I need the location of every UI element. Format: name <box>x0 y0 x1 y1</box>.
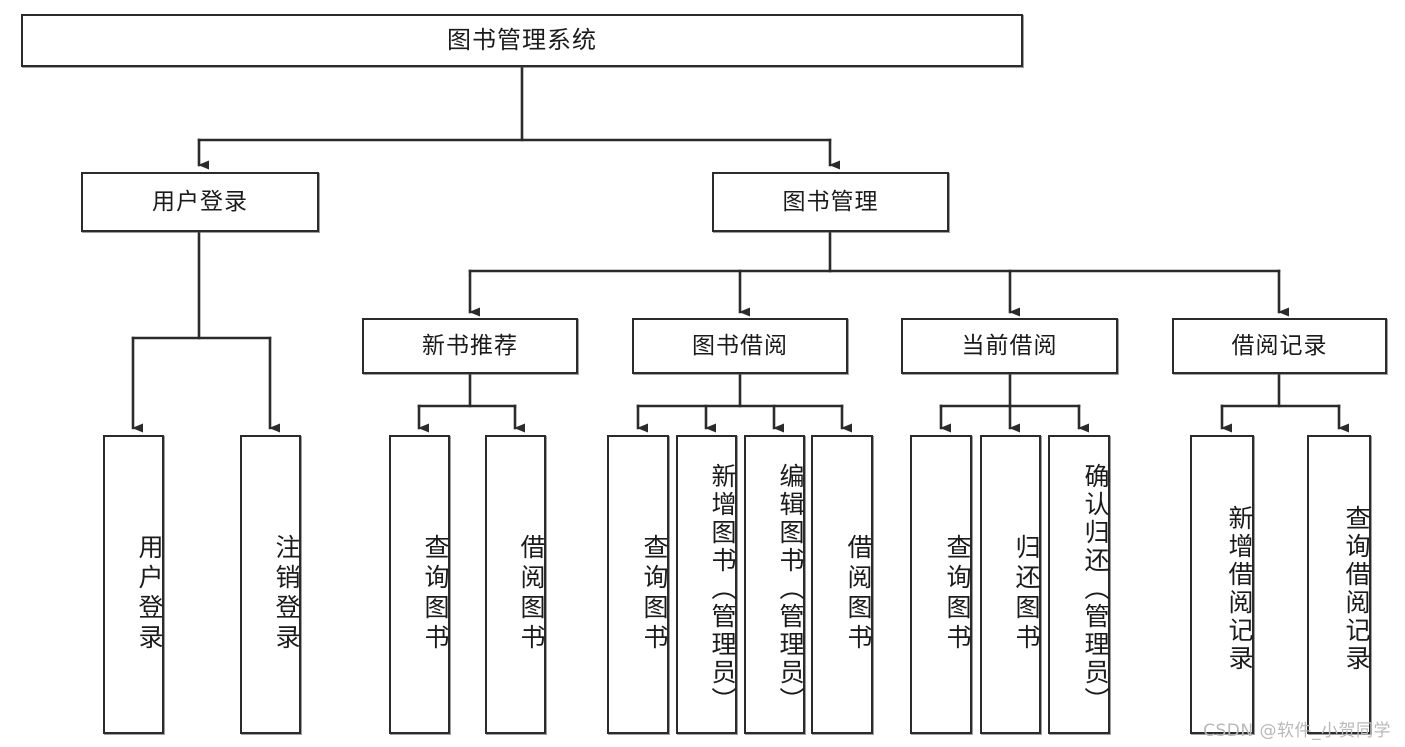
node-root-book-management-system[interactable]: 图书管理系统 <box>21 14 1023 67</box>
node-user-login[interactable]: 用户登录 <box>81 172 319 232</box>
leaf-user-login-login[interactable]: 用户登录 <box>103 435 164 734</box>
node-borrowing-record[interactable]: 借阅记录 <box>1172 318 1387 374</box>
leaf-borrow-record-add-record[interactable]: 新增借阅记录 <box>1190 435 1254 734</box>
leaf-current-borrow-query-books[interactable]: 查询图书 <box>910 435 972 734</box>
leaf-book-borrow-borrow-books[interactable]: 借阅图书 <box>811 435 873 734</box>
leaf-book-borrow-edit-book-admin[interactable]: 编辑图书（管理员） <box>744 435 805 734</box>
node-book-management[interactable]: 图书管理 <box>712 172 949 232</box>
leaf-new-book-query-books[interactable]: 查询图书 <box>389 435 450 734</box>
leaf-new-book-borrow-books[interactable]: 借阅图书 <box>485 435 546 734</box>
leaf-borrow-record-query-record[interactable]: 查询借阅记录 <box>1307 435 1371 734</box>
leaf-book-borrow-add-book-admin[interactable]: 新增图书（管理员） <box>676 435 737 734</box>
leaf-book-borrow-query-books[interactable]: 查询图书 <box>607 435 669 734</box>
node-book-borrowing[interactable]: 图书借阅 <box>632 318 848 374</box>
leaf-user-login-logout[interactable]: 注销登录 <box>240 435 301 734</box>
leaf-current-borrow-confirm-return-admin[interactable]: 确认归还（管理员） <box>1048 435 1110 734</box>
leaf-current-borrow-return-books[interactable]: 归还图书 <box>980 435 1041 734</box>
csdn-watermark: CSDN @软件_小贺同学 <box>1203 721 1391 741</box>
node-current-borrowing[interactable]: 当前借阅 <box>901 318 1118 374</box>
node-new-book-recommendation[interactable]: 新书推荐 <box>362 318 578 374</box>
